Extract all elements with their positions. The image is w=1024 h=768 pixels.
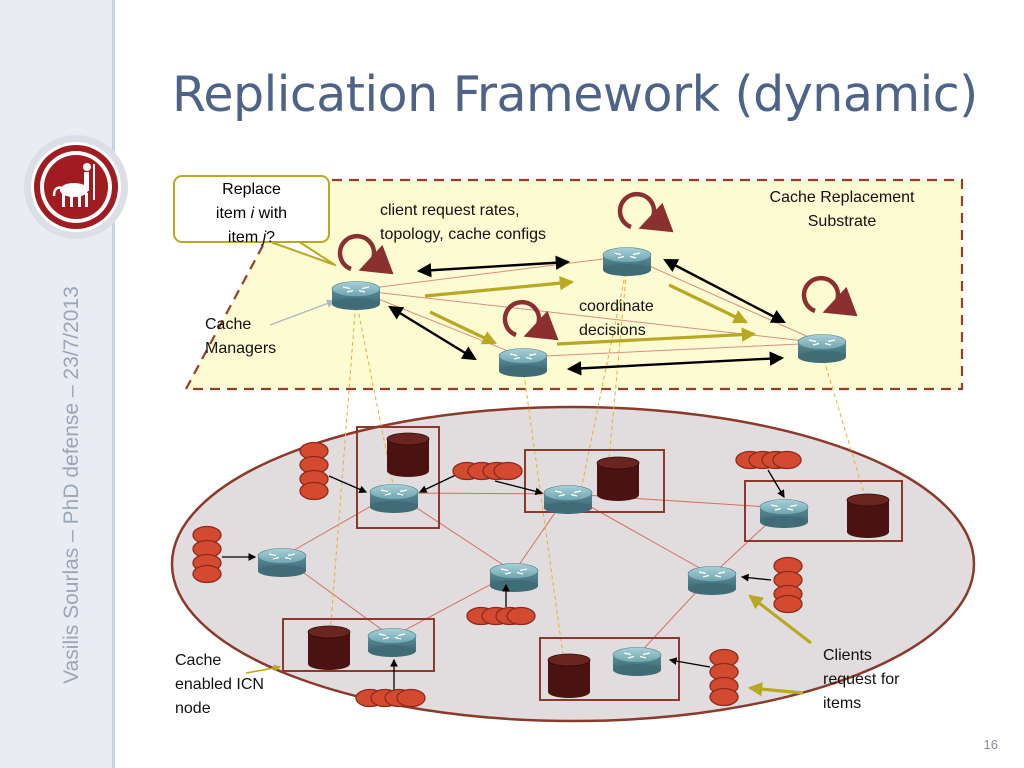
label-line: coordinate <box>579 298 654 315</box>
label-line: request for <box>823 671 900 688</box>
label-line: Cache Replacement <box>769 189 915 206</box>
callout-line-2: item i with <box>175 202 328 226</box>
label-line: node <box>175 700 211 717</box>
callout-text: item <box>227 229 263 246</box>
label-client-request: client request rates, topology, cache co… <box>380 199 546 247</box>
callout-line-3: item j? <box>175 226 328 250</box>
callout-var-i: i <box>250 205 255 222</box>
label-line: items <box>823 695 862 712</box>
label-cache-managers: Cache Managers <box>205 313 276 361</box>
label-line: decisions <box>579 322 646 339</box>
university-logo-icon <box>24 135 128 239</box>
label-cache-replacement-substrate: Cache Replacement Substrate <box>752 186 932 234</box>
cache-node-boxes <box>282 426 903 701</box>
cache-manager-pointer <box>269 299 336 326</box>
callout-text: with <box>254 205 288 222</box>
callout-var-j: j <box>262 229 267 246</box>
label-coordinate-decisions: coordinate decisions <box>579 295 654 343</box>
callout-text: ? <box>266 229 276 246</box>
label-clients-request: Clients request for items <box>823 644 899 716</box>
callout-line-1: Replace <box>222 181 281 198</box>
replace-item-callout: Replace item i with item j? <box>173 175 330 246</box>
label-line: topology, cache configs <box>380 226 547 243</box>
label-line: Substrate <box>807 213 877 230</box>
label-line: Cache <box>175 652 222 669</box>
label-cache-enabled-node: Cache enabled ICN node <box>175 649 264 721</box>
callout-text: item <box>215 205 251 222</box>
slide-title: Replication Framework (dynamic) <box>172 66 978 123</box>
client-request-arrows <box>222 469 785 690</box>
information-flow-arrows <box>245 275 812 697</box>
label-line: enabled ICN <box>175 676 264 693</box>
label-line: client request rates, <box>380 202 520 219</box>
label-line: Cache <box>205 316 252 333</box>
page-number: 16 <box>983 737 998 752</box>
sidebar-band <box>0 0 112 768</box>
label-line: Clients <box>823 647 872 664</box>
sidebar-rule <box>112 0 115 768</box>
coordination-arrows <box>388 255 786 376</box>
label-line: Managers <box>205 340 277 357</box>
